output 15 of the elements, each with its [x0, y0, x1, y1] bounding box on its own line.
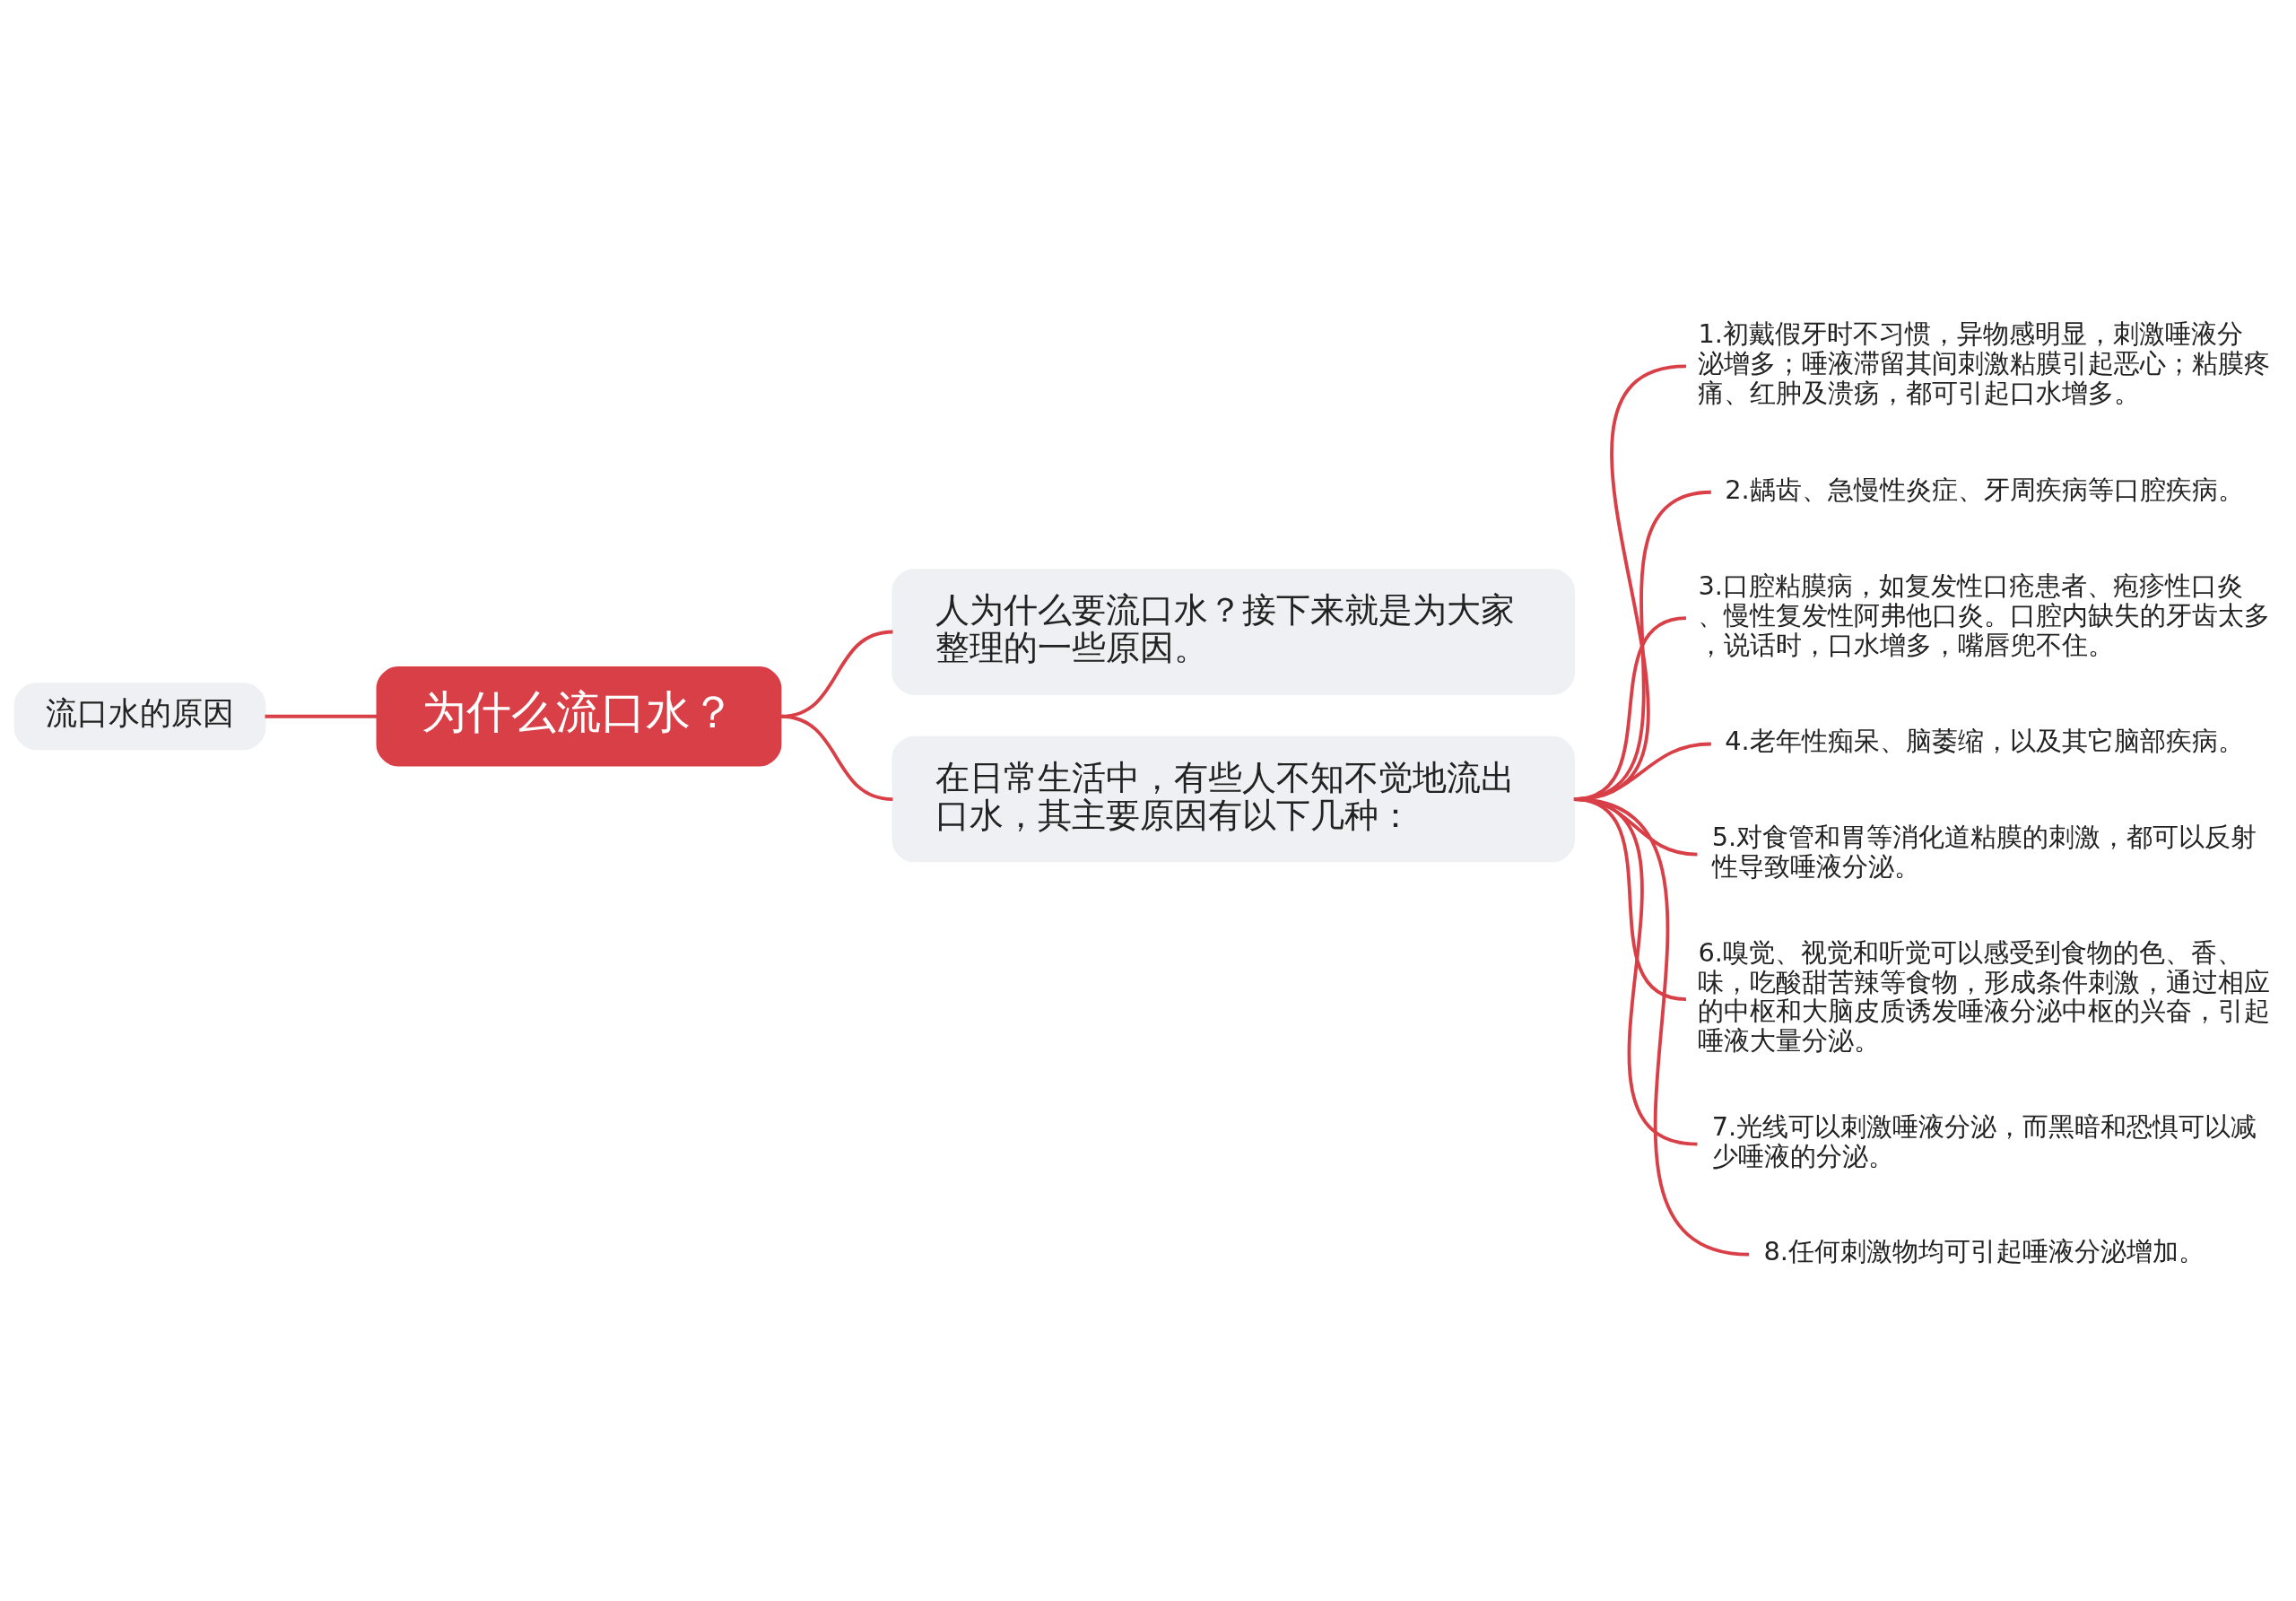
node-box: 为什么流口水？: [376, 666, 782, 767]
node-text: 2.龋齿、急慢性炎症、牙周疾病等口腔疾病。: [1725, 474, 2244, 505]
node-text: 6.嗅觉、视觉和听觉可以感受到食物的色、香、味，吃酸甜苦辣等食物，形成条件刺激，通过相应的中枢和大脑皮质诱发唾液分泌中枢的兴奋，引起唾液大量分泌。: [1698, 936, 2271, 1056]
node-text: 5.对食管和胃等消化道粘膜的刺激，都可以反射性导致唾液分泌。: [1711, 821, 2257, 882]
connector: [780, 714, 893, 801]
node-box: 人为什么要流口水？接下来就是为大家整理的一些原因。: [891, 569, 1575, 695]
node-box: 在日常生活中，有些人不知不觉地流出口水，其主要原因有以下几种：: [891, 735, 1575, 863]
node-text: 8.任何刺激物均可引起唾液分泌增加。: [1763, 1236, 2205, 1267]
node-text: 7.光线可以刺激唾液分泌，而黑暗和恐惧可以减少唾液的分泌。: [1711, 1111, 2257, 1171]
node-text: 1.初戴假牙时不习惯，异物感明显，刺激唾液分泌增多；唾液滞留其间刺激粘膜引起恶心；粘膜疼痛、红肿及溃疡，都可引起口水增多。: [1698, 318, 2271, 408]
node-text: 4.老年性痴呆、脑萎缩，以及其它脑部疾病。: [1725, 726, 2244, 757]
connector: [1573, 797, 1750, 1257]
node-text: 3.口腔粘膜病，如复发性口疮患者、疱疹性口炎、慢性复发性阿弗他口炎。口腔内缺失的牙齿太多，说话时，口水增多，嘴唇兜不住。: [1698, 570, 2271, 660]
connector: [265, 714, 378, 718]
node-box: 流口水的原因: [13, 683, 266, 751]
